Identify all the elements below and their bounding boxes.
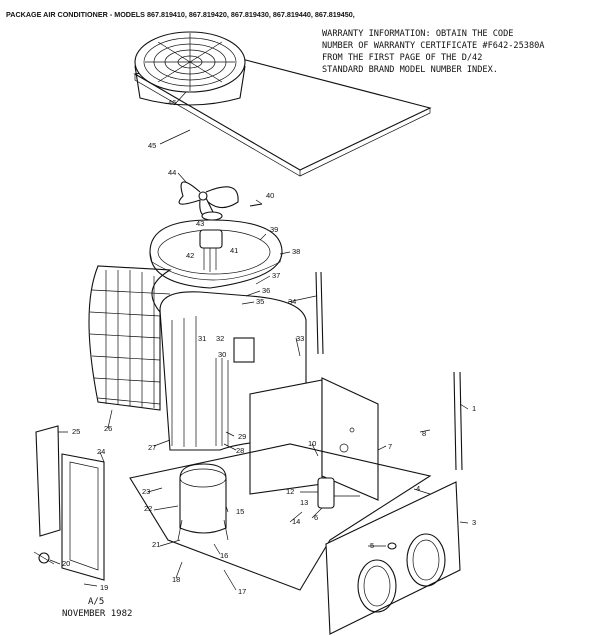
- callout-39: 39: [270, 225, 278, 234]
- callout-8: 8: [422, 429, 426, 438]
- compressor: [177, 463, 229, 541]
- corner-post: [453, 371, 463, 471]
- callout-27: 27: [148, 443, 156, 452]
- callout-40: 40: [266, 191, 274, 200]
- callout-3: 3: [472, 518, 476, 527]
- support-brace: [315, 271, 324, 355]
- callout-20: 20: [62, 559, 70, 568]
- callout-24: 24: [97, 447, 105, 456]
- callout-38: 38: [292, 247, 300, 256]
- footer-code: A/5: [88, 597, 104, 607]
- callout-23: 23: [142, 487, 150, 496]
- diagram-footer: A/5 NOVEMBER 1982: [62, 597, 132, 619]
- callout-46: 46: [168, 98, 176, 107]
- callout-30: 30: [218, 350, 226, 359]
- screw: [249, 203, 263, 207]
- callout-12: 12: [286, 487, 294, 496]
- control-box: [233, 337, 255, 363]
- drain-fitting: [33, 551, 55, 565]
- callout-28: 28: [236, 446, 244, 455]
- callout-6: 6: [314, 513, 318, 522]
- fan-motor: [199, 229, 223, 272]
- callout-33: 33: [296, 334, 304, 343]
- callout-10: 10: [308, 439, 316, 448]
- base-pan: [129, 443, 432, 591]
- warranty-note: WARRANTY INFORMATION: OBTAIN THE CODE NU…: [322, 29, 545, 75]
- grommet: [387, 542, 397, 550]
- callout-15: 15: [236, 507, 244, 516]
- callout-17: 17: [238, 587, 246, 596]
- fan-guard-grille: [134, 31, 246, 106]
- callout-31: 31: [198, 334, 206, 343]
- callout-25: 25: [72, 427, 80, 436]
- front-panel: [325, 481, 461, 635]
- callout-1: 1: [472, 404, 476, 413]
- callout-45: 45: [148, 141, 156, 150]
- side-panel: [35, 425, 61, 537]
- fan-blade: [178, 181, 239, 217]
- callout-43: 43: [196, 219, 204, 228]
- rear-panel: [249, 379, 323, 495]
- callout-19: 19: [100, 583, 108, 592]
- service-valve: [300, 477, 360, 509]
- part-callouts: 1 3 4 5 6 7 8 10 12 13 14 15 16 17 18 19…: [62, 98, 476, 596]
- callout-4: 4: [416, 484, 420, 493]
- diagram-header: PACKAGE AIR CONDITIONER - MODELS 867.819…: [6, 10, 355, 19]
- callout-22: 22: [144, 504, 152, 513]
- footer-date: NOVEMBER 1982: [62, 609, 132, 619]
- access-panel: [61, 453, 105, 581]
- callout-5: 5: [370, 541, 374, 550]
- warranty-line-2: NUMBER OF WARRANTY CERTIFICATE #F642-253…: [322, 41, 545, 51]
- callout-32: 32: [216, 334, 224, 343]
- callout-35: 35: [256, 297, 264, 306]
- callout-16: 16: [220, 551, 228, 560]
- callout-37: 37: [272, 271, 280, 280]
- warranty-line-1: WARRANTY INFORMATION: OBTAIN THE CODE: [322, 29, 513, 39]
- callout-21: 21: [152, 540, 160, 549]
- warranty-line-3: FROM THE FIRST PAGE OF THE D/42: [322, 53, 482, 63]
- callout-41: 41: [230, 246, 238, 255]
- warranty-line-4: STANDARD BRAND MODEL NUMBER INDEX.: [322, 65, 498, 75]
- motor-mount-ring: [201, 211, 223, 221]
- callout-44: 44: [168, 168, 176, 177]
- callout-36: 36: [262, 286, 270, 295]
- leader-lines: [49, 91, 469, 591]
- callout-34: 34: [288, 297, 296, 306]
- callout-26: 26: [104, 424, 112, 433]
- coil-wire-guard: [88, 265, 172, 411]
- partition-panel: [321, 377, 379, 501]
- callout-42: 42: [186, 251, 194, 260]
- callout-7: 7: [388, 442, 392, 451]
- callout-29: 29: [238, 432, 246, 441]
- callout-13: 13: [300, 498, 308, 507]
- callout-18: 18: [172, 575, 180, 584]
- callout-14: 14: [292, 517, 300, 526]
